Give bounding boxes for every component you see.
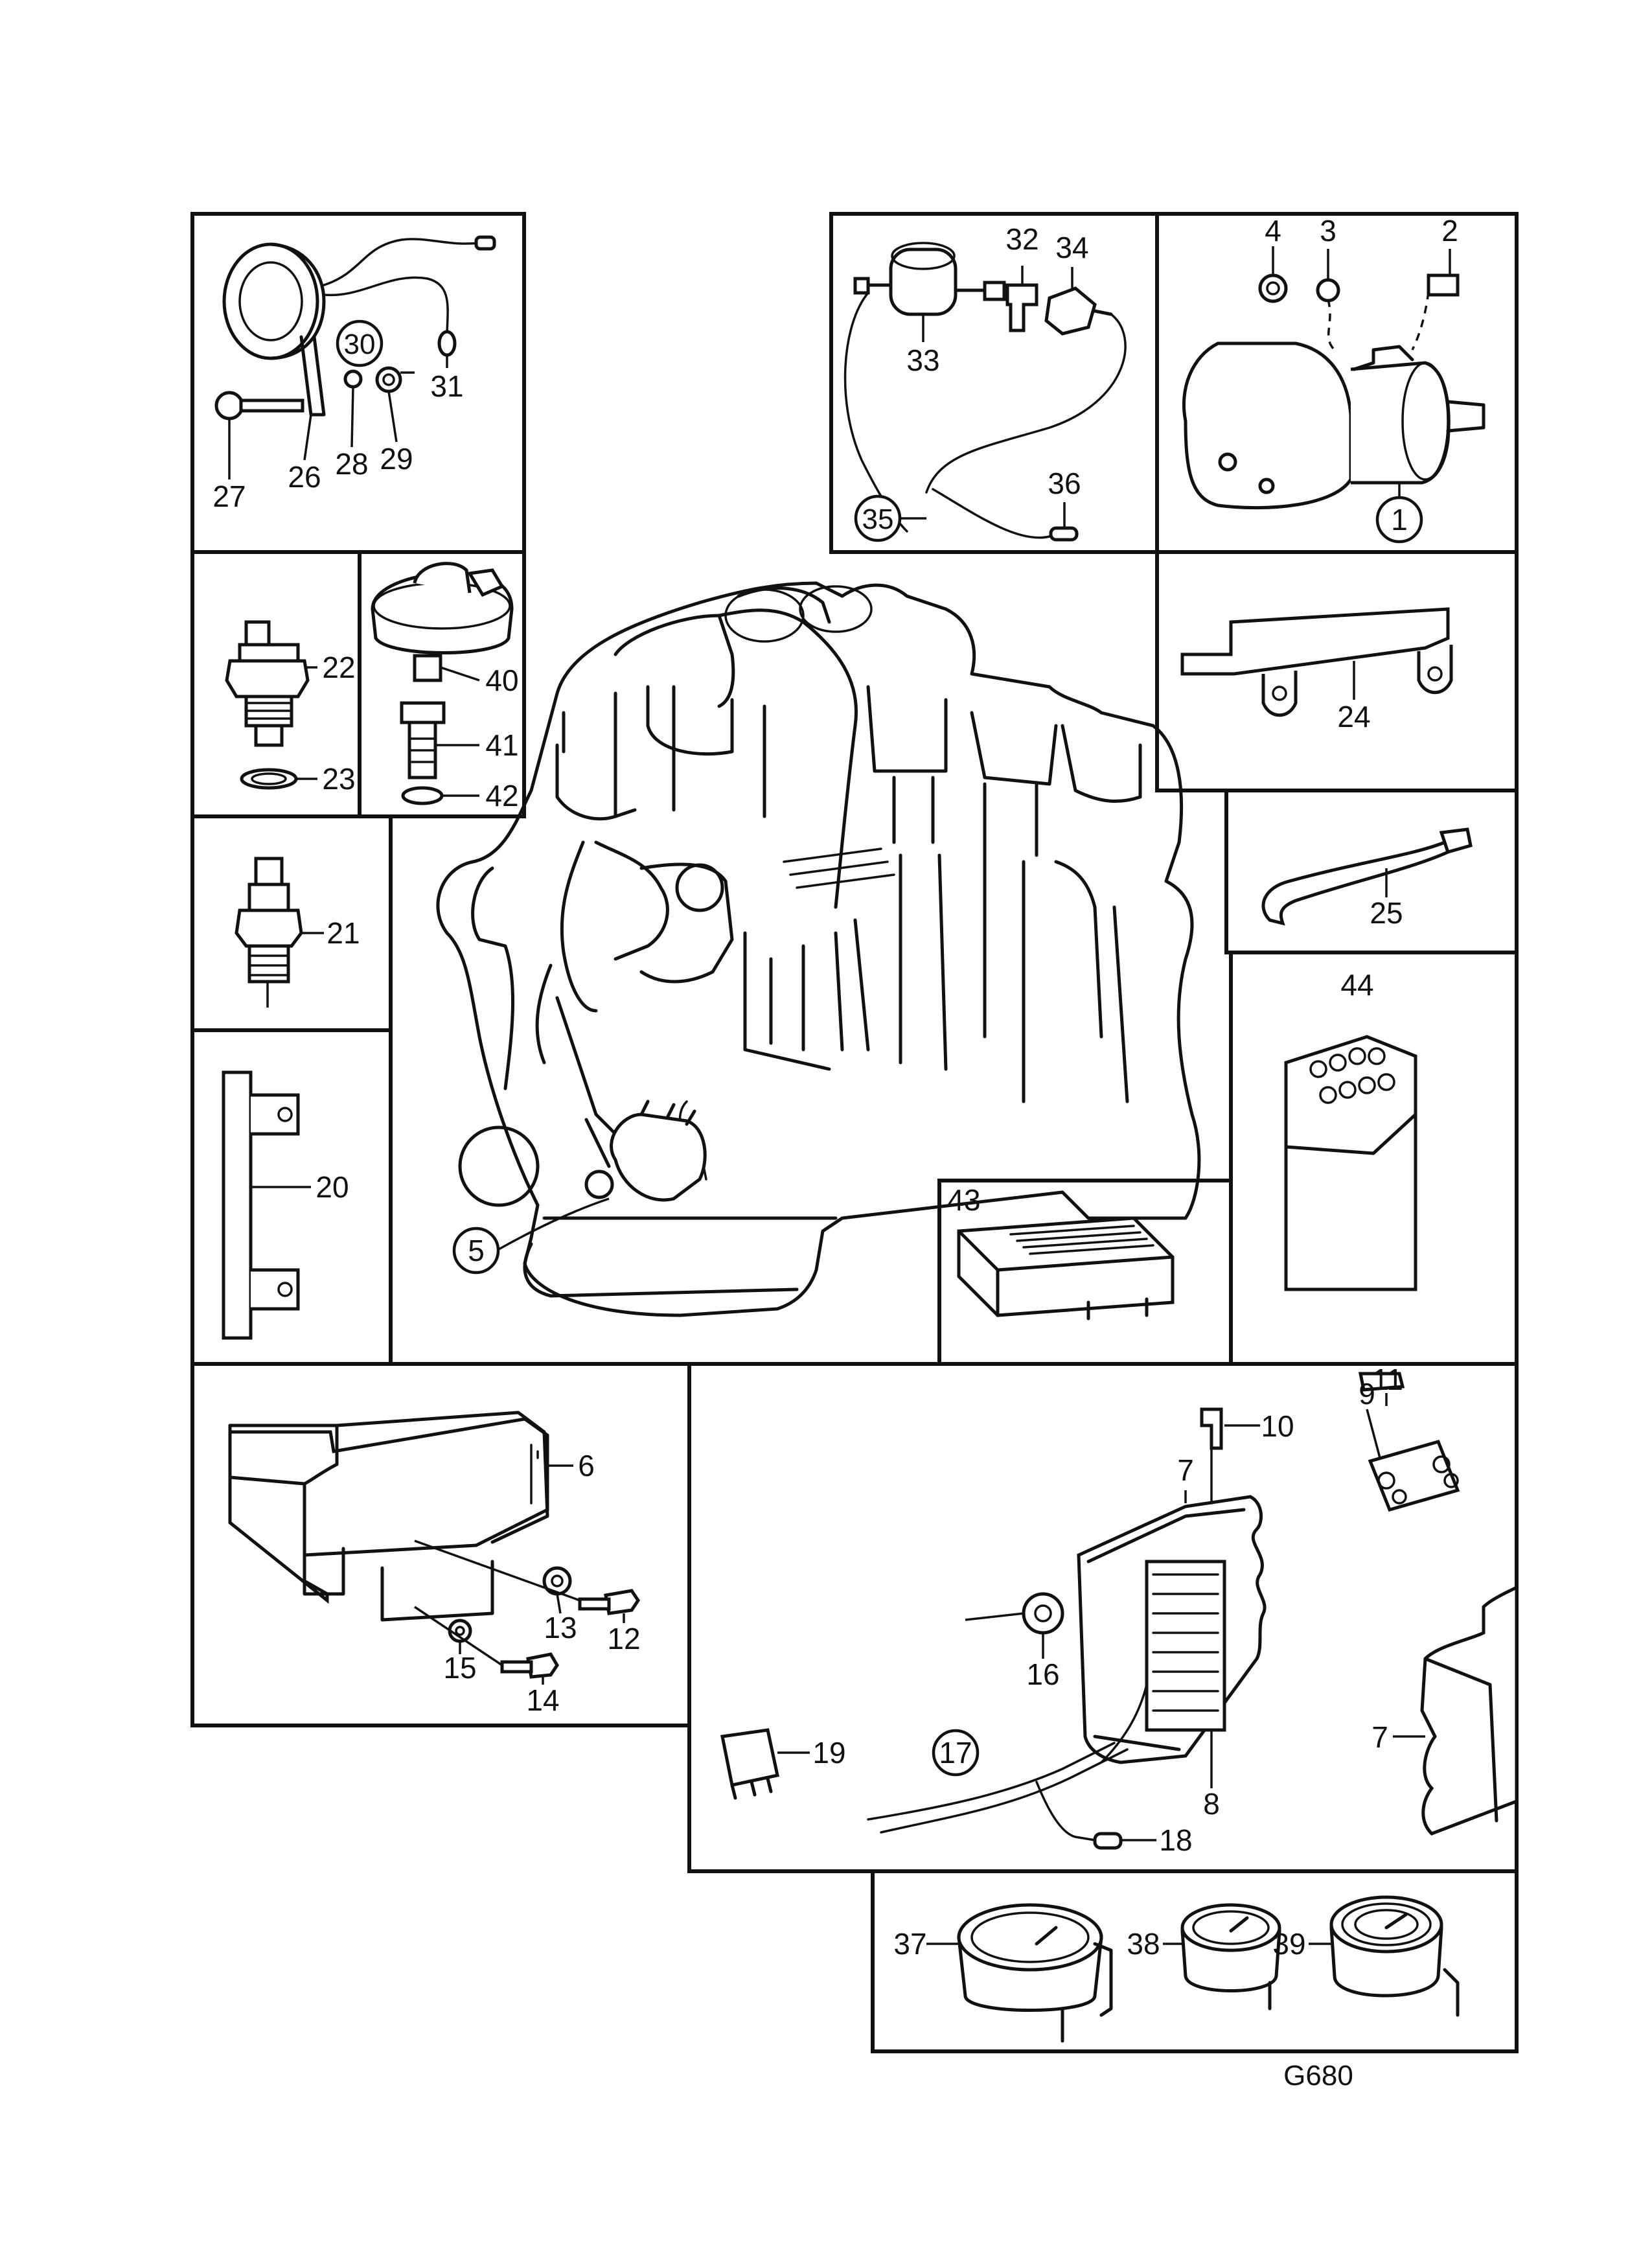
callout-36: 36 xyxy=(1048,467,1081,500)
callout-38: 38 xyxy=(1127,1927,1160,1961)
callout-25: 25 xyxy=(1370,896,1403,930)
callout-21: 21 xyxy=(327,916,360,950)
callout-42: 42 xyxy=(485,779,518,813)
callout-44: 44 xyxy=(1340,968,1373,1002)
callout-16: 16 xyxy=(1026,1657,1059,1691)
callout-7a: 7 xyxy=(1177,1453,1194,1487)
callout-6: 6 xyxy=(578,1449,595,1482)
starter-motor xyxy=(1182,246,1486,510)
callout-13: 13 xyxy=(544,1611,577,1644)
callout-17: 17 xyxy=(939,1736,972,1770)
callout-34: 34 xyxy=(1055,231,1088,264)
callout-5: 5 xyxy=(468,1234,485,1267)
callout-27: 27 xyxy=(212,479,246,513)
callout-11: 11 xyxy=(1372,1363,1403,1396)
cable-tie xyxy=(1261,827,1473,926)
callout-4: 4 xyxy=(1265,214,1281,248)
callout-37: 37 xyxy=(893,1927,926,1961)
callout-15: 15 xyxy=(443,1651,476,1685)
callout-29: 29 xyxy=(380,442,413,476)
mounting-plate xyxy=(228,1411,641,1685)
pressure-switch xyxy=(235,857,324,1008)
callout-20: 20 xyxy=(315,1170,349,1204)
cover-cap xyxy=(1284,1035,1417,1291)
callout-40: 40 xyxy=(485,663,518,697)
drawing-code: G680 xyxy=(1283,2060,1353,2092)
callout-10: 10 xyxy=(1261,1409,1294,1443)
instrument-gauges xyxy=(926,1895,1460,2043)
callout-24: 24 xyxy=(1337,700,1370,733)
callout-28: 28 xyxy=(335,447,368,481)
callout-9: 9 xyxy=(1359,1377,1375,1411)
callout-30: 30 xyxy=(344,329,376,360)
mounting-bracket xyxy=(222,1070,311,1340)
callout-35: 35 xyxy=(862,503,894,535)
callout-41: 41 xyxy=(485,728,518,762)
callout-19: 19 xyxy=(812,1736,845,1770)
horn-assembly xyxy=(214,235,496,479)
engine-illustration xyxy=(436,581,1201,1317)
callout-31: 31 xyxy=(430,369,463,403)
callout-43: 43 xyxy=(947,1183,980,1217)
callout-26: 26 xyxy=(288,460,321,494)
callout-22: 22 xyxy=(322,651,355,684)
callout-18: 18 xyxy=(1159,1823,1192,1857)
callout-39: 39 xyxy=(1272,1927,1305,1961)
control-unit-box xyxy=(957,1216,1175,1321)
callout-3: 3 xyxy=(1320,214,1337,248)
support-bar xyxy=(1180,607,1453,717)
callout-2: 2 xyxy=(1441,214,1458,248)
callout-circles xyxy=(336,319,1423,1777)
callout-14: 14 xyxy=(526,1683,559,1717)
callout-32: 32 xyxy=(1005,222,1038,256)
temperature-sender xyxy=(225,620,317,790)
callout-7b: 7 xyxy=(1371,1720,1388,1754)
callout-23: 23 xyxy=(322,762,355,796)
callout-8: 8 xyxy=(1203,1787,1220,1821)
callout-33: 33 xyxy=(906,343,939,377)
oil-filter-sender xyxy=(371,562,514,805)
control-unit-harness xyxy=(720,1372,1519,1850)
callout-1: 1 xyxy=(1391,503,1408,536)
pressure-sender-assembly xyxy=(843,242,1127,542)
callout-12: 12 xyxy=(607,1622,640,1655)
callout-labels: 1 2 3 4 5 6 7 7 8 9 10 11 12 13 14 15 16… xyxy=(212,214,1458,1961)
